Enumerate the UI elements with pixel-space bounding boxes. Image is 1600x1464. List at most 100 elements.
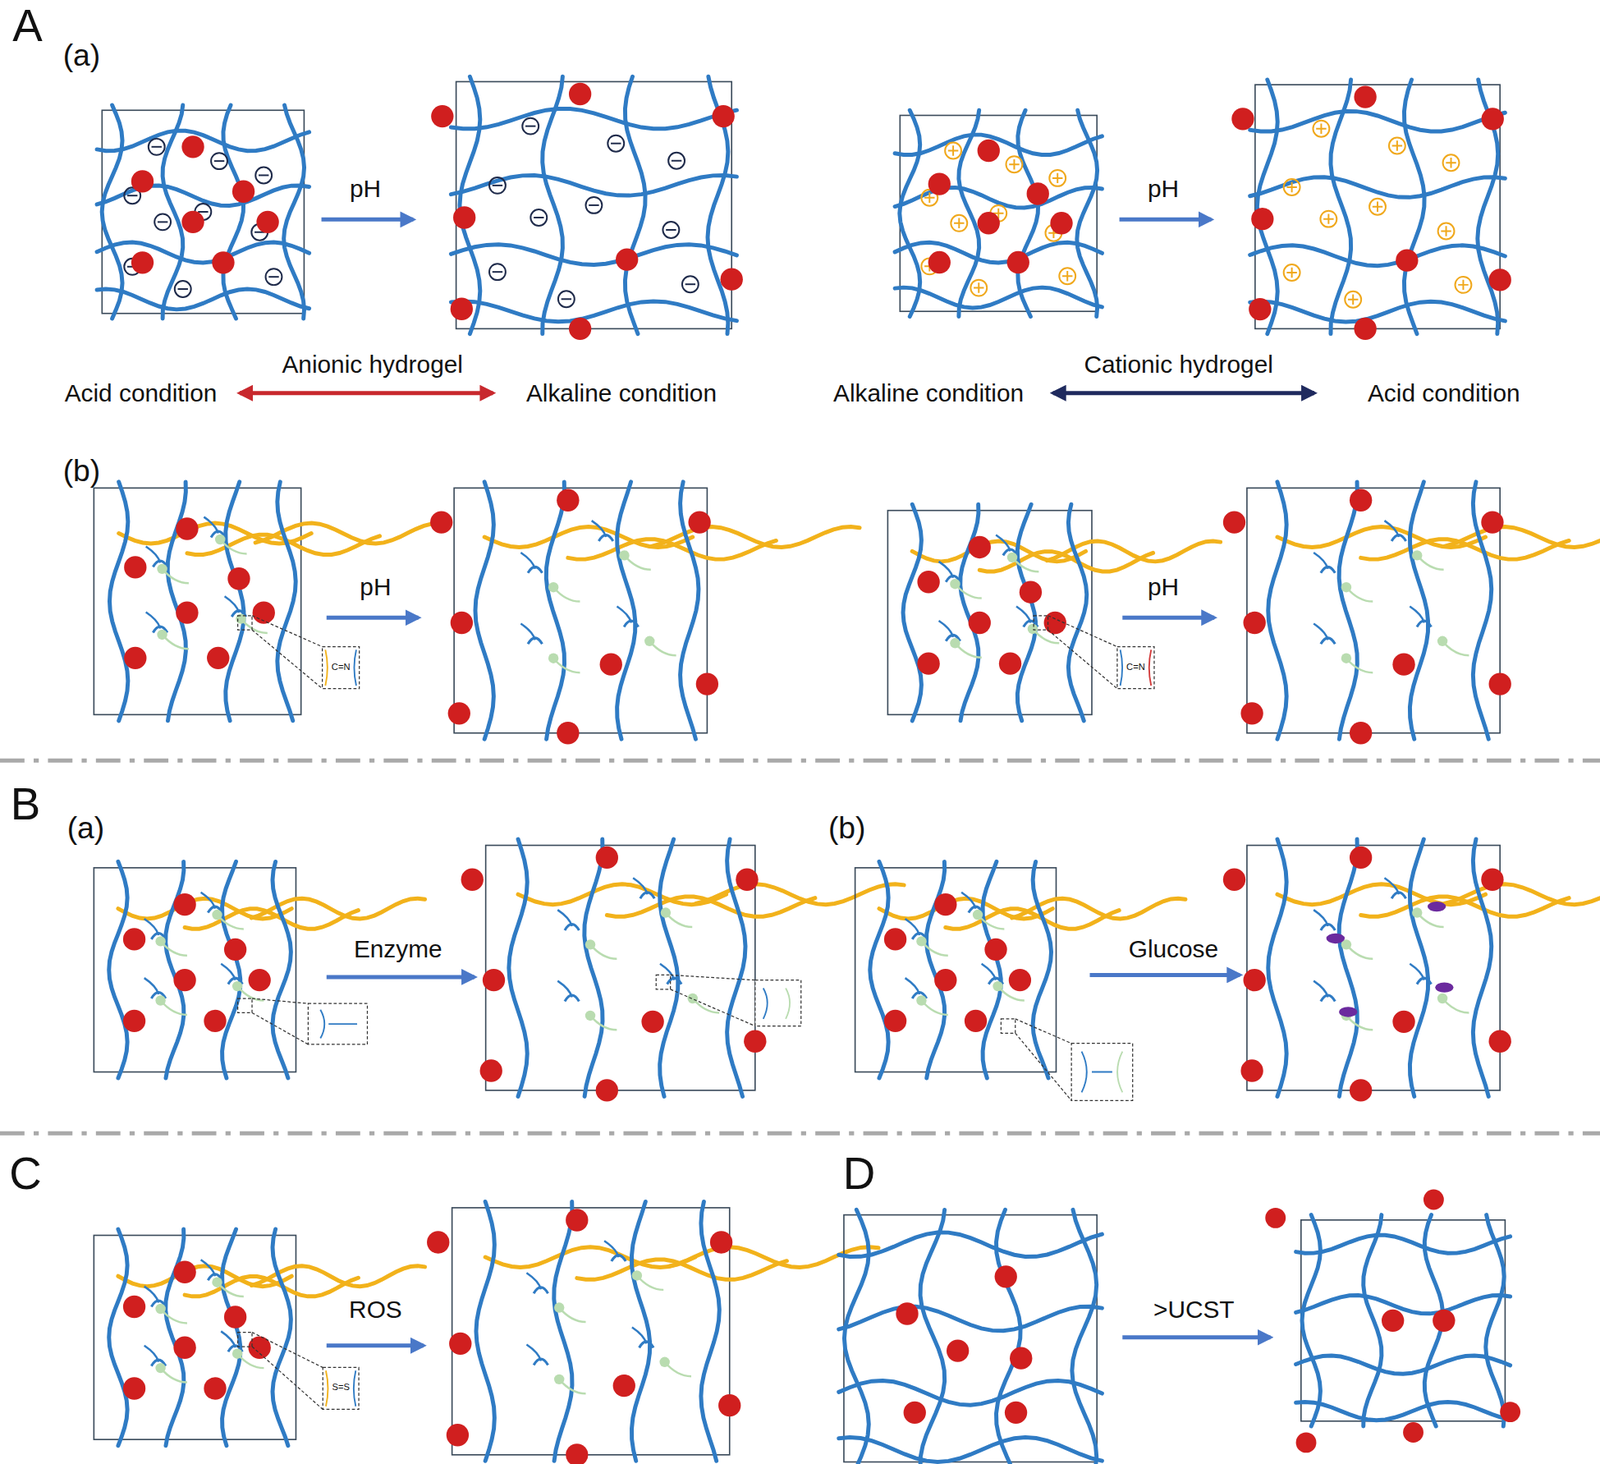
linker-chain	[1346, 944, 1373, 959]
polymer-chain	[450, 301, 737, 322]
drug-particle	[1349, 489, 1372, 512]
stimulus-arrow	[326, 1343, 424, 1348]
polymer-chain	[1268, 481, 1287, 739]
negative-charge	[607, 135, 624, 152]
positive-charge	[1283, 178, 1301, 196]
positive-charge	[1454, 276, 1472, 294]
hydrogel-type: Anionic hydrogel	[281, 352, 464, 377]
glucose-molecule	[1427, 901, 1446, 912]
drug-particle	[1480, 868, 1504, 891]
glucose-molecule	[1338, 1006, 1358, 1017]
linker-cup	[611, 1255, 626, 1261]
polymer-chain	[838, 1306, 1103, 1330]
linker-chain	[160, 1308, 188, 1323]
drug-particle	[1353, 317, 1376, 340]
drug-particle	[613, 1374, 636, 1397]
negative-charge	[662, 221, 679, 239]
linker-chain	[921, 940, 948, 955]
hydrogel-frame	[887, 510, 1092, 716]
polymer-chain	[272, 861, 291, 1078]
polymer-chain	[632, 1201, 651, 1461]
drug-particle	[1432, 1309, 1455, 1332]
charge-sign	[665, 229, 676, 231]
polymer-chain	[518, 884, 727, 905]
drug-particle	[430, 510, 453, 533]
linker-chain	[160, 1367, 188, 1382]
polymer-chain	[838, 1379, 1103, 1405]
drug-particle	[687, 510, 711, 533]
drug-particle	[720, 268, 743, 291]
drug-particle	[568, 82, 592, 106]
drug-particle	[227, 567, 250, 590]
stimulus-label: pH	[349, 176, 381, 202]
polymer-chain	[1068, 504, 1087, 721]
polymer-chain	[109, 861, 128, 1078]
drug-particle	[615, 247, 638, 271]
bond-chain	[1149, 649, 1151, 686]
cleaved-chain	[785, 988, 790, 1019]
polymer-chain	[1363, 1214, 1382, 1426]
drug-particle	[1392, 1010, 1415, 1033]
charge-sign	[924, 192, 935, 203]
polymer-chain	[554, 1201, 573, 1461]
zoom-box	[322, 1366, 359, 1409]
sub-label: (a)	[67, 813, 106, 844]
polymer-chain	[545, 481, 564, 739]
released-drug	[1296, 1431, 1317, 1453]
drug-particle	[556, 721, 579, 744]
drug-particle	[903, 1401, 927, 1424]
polymer-chain	[1338, 838, 1358, 1096]
drug-particle	[1349, 1078, 1372, 1101]
drug-particle	[916, 652, 940, 675]
zoom-marker	[1033, 615, 1048, 630]
linker-chain	[220, 539, 247, 554]
drug-particle	[884, 1009, 907, 1032]
linker-cup	[639, 1341, 654, 1348]
polymer-chain	[1330, 79, 1352, 335]
polymer-chain	[1296, 1234, 1511, 1253]
polymer-chain	[1409, 838, 1428, 1096]
polymer-chain	[225, 481, 244, 721]
zoom-leader	[252, 615, 323, 647]
stimulus-label: pH	[1147, 176, 1179, 202]
polymer-chain	[450, 174, 737, 196]
polymer-chain	[1250, 245, 1506, 266]
drug-particle	[1240, 1059, 1263, 1082]
polymer-chain	[1409, 481, 1428, 739]
polymer-chain	[167, 481, 186, 721]
drug-particle	[123, 1295, 146, 1318]
charge-sign	[1286, 182, 1297, 193]
linker-chain	[1442, 998, 1469, 1013]
linker-cup	[1320, 924, 1335, 931]
zoom-leader	[252, 629, 323, 688]
linker-chain	[553, 658, 580, 673]
drug-particle	[934, 968, 957, 991]
charge-sign	[127, 194, 138, 197]
released-drug	[1499, 1401, 1521, 1422]
polymer-chain	[222, 861, 241, 1078]
drug-particle	[968, 611, 991, 634]
charge-sign	[1315, 123, 1326, 133]
charge-sign	[973, 282, 984, 293]
bond-label: S=S	[331, 1383, 349, 1393]
polymer-chain	[277, 481, 296, 721]
drug-particle	[1481, 107, 1504, 130]
negative-charge	[255, 167, 272, 184]
drug-particle	[1004, 1401, 1027, 1424]
linker-chain	[1346, 1015, 1373, 1030]
charge-sign	[157, 220, 168, 223]
linker-cup	[1320, 566, 1335, 573]
drug-particle	[480, 1059, 503, 1082]
linker-chain	[160, 1000, 188, 1015]
linker-cup	[1320, 637, 1335, 644]
drug-particle	[999, 652, 1022, 675]
linker-chain	[590, 1015, 617, 1030]
drug-particle	[1392, 653, 1415, 676]
polymer-chain	[450, 244, 737, 266]
hydrogel-frame	[93, 1234, 296, 1440]
drug-particle	[595, 846, 619, 869]
drug-particle	[934, 893, 957, 916]
polymer-chain	[475, 481, 494, 739]
drug-particle	[1049, 211, 1073, 234]
